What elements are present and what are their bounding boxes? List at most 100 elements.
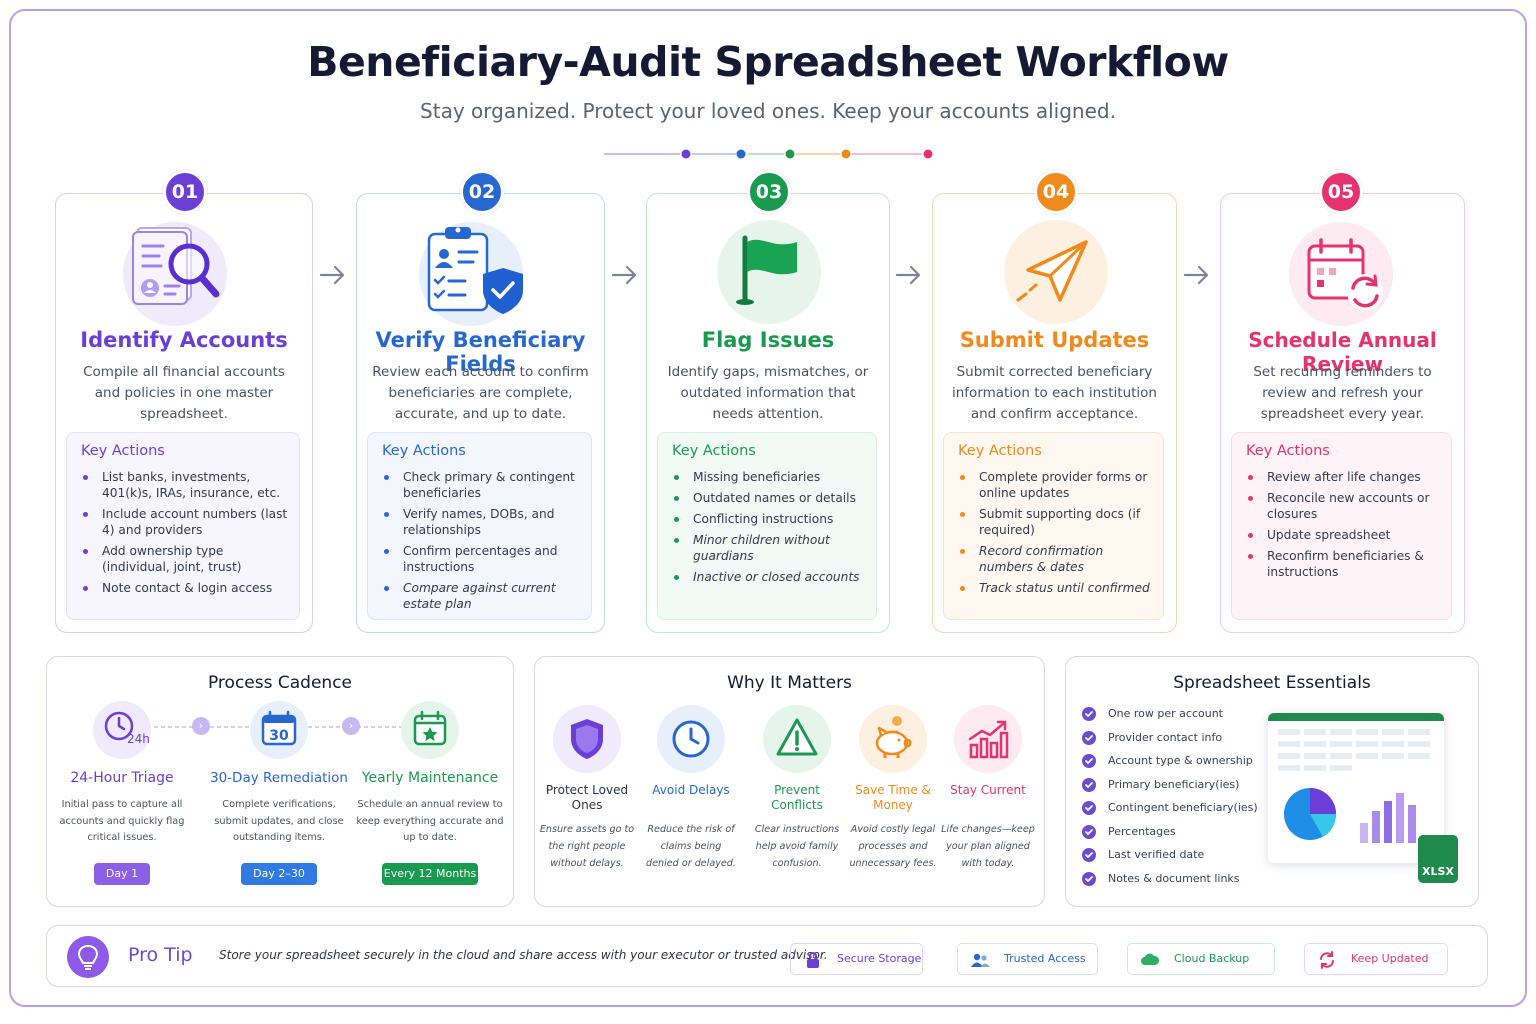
arrow-right-icon (895, 265, 921, 285)
cadence-description: Complete verifications, submit updates, … (214, 799, 344, 843)
cadence-badge: Day 1 (94, 863, 150, 885)
cadence-badge: Day 2–30 (241, 863, 317, 885)
why-item: Avoid Delays Reduce the risk of claims b… (643, 705, 739, 872)
why-title: Save Time & Money (855, 783, 931, 812)
key-action-item: Note contact & login access (81, 580, 291, 596)
cadence-description: Initial pass to capture all accounts and… (59, 799, 185, 843)
key-action-item: List banks, investments, 401(k)s, IRAs, … (81, 469, 291, 501)
chevron-right-icon: › (192, 717, 210, 735)
key-actions-title: Key Actions (81, 443, 165, 459)
why-item: Prevent Conflicts Clear instructions hel… (747, 705, 847, 872)
arrow-right-icon (611, 265, 637, 285)
why-item: Protect Loved Ones Ensure assets go to t… (539, 705, 635, 872)
xlsx-file-icon: XLSX (1418, 835, 1458, 883)
essentials-list: One row per account Provider contact inf… (1082, 707, 1258, 895)
paper-plane-icon (1004, 220, 1108, 324)
pro-tip-text: Store your spreadsheet securely in the c… (219, 948, 828, 962)
cloud-icon (1141, 953, 1160, 965)
key-actions-title: Key Actions (1246, 443, 1330, 459)
key-action-item: Complete provider forms or online update… (958, 469, 1155, 501)
cadence-connector (147, 726, 437, 728)
lightbulb-icon (67, 936, 109, 978)
why-title: Protect Loved Ones (545, 783, 629, 812)
cadence-item: 24h 24-Hour Triage Initial pass to captu… (47, 697, 197, 897)
key-action-item: Outdated names or details (672, 490, 868, 506)
key-actions-title: Key Actions (382, 443, 466, 459)
shield-icon (553, 705, 621, 773)
cadence-description: Schedule an annual review to keep everyt… (356, 799, 504, 843)
step-card-schedule-annual-review: 05 Schedule Annual Review Set recurring … (1220, 170, 1465, 633)
essentials-item: Provider contact info (1082, 730, 1258, 755)
spreadsheet-illustration (1268, 713, 1444, 863)
cadence-badge: Every 12 Months (382, 863, 478, 885)
checkmark-icon (1082, 801, 1096, 815)
why-title: Stay Current (950, 783, 1026, 797)
checkmark-icon (1082, 777, 1096, 792)
step-description: Submit corrected beneficiary information… (952, 364, 1157, 422)
key-action-item: Review after life changes (1246, 469, 1443, 485)
step-number: 01 (163, 170, 207, 214)
key-action-item: Confirm percentages and instructions (382, 543, 583, 575)
key-actions-title: Key Actions (958, 443, 1042, 459)
calendar-star-icon (401, 701, 459, 759)
cadence-title: Yearly Maintenance (361, 770, 499, 786)
pro-tip-label: Pro Tip (128, 944, 193, 966)
why-item: Save Time & Money Avoid costly legal pro… (845, 705, 941, 872)
essentials-item: Contingent beneficiary(ies) (1082, 801, 1258, 825)
key-action-item: Verify names, DOBs, and relationships (382, 506, 583, 538)
step-title: Verify Beneficiary Fields (375, 328, 586, 376)
essentials-item: Account type & ownership (1082, 754, 1258, 778)
why-description: Avoid costly legal processes and unneces… (849, 824, 937, 869)
step-number: 03 (747, 170, 791, 214)
checkmark-icon (1082, 824, 1096, 839)
checkmark-icon (1082, 707, 1096, 721)
step-description: Review each account to confirm beneficia… (372, 364, 589, 422)
panel-title: Why It Matters (727, 673, 852, 693)
step-card-submit-updates: 04 Submit Updates Submit corrected benef… (932, 170, 1177, 633)
key-actions-box: Key Actions Missing beneficiaries Outdat… (657, 432, 877, 620)
step-title: Identify Accounts (80, 328, 288, 352)
key-actions-box: Key Actions Complete provider forms or o… (943, 432, 1164, 620)
key-action-item: Submit supporting docs (if required) (958, 506, 1155, 538)
svg-text:24h: 24h (127, 732, 150, 746)
svg-text:30: 30 (269, 728, 289, 744)
essentials-item: Last verified date (1082, 848, 1258, 872)
cadence-title: 30-Day Remediation (210, 770, 348, 786)
step-number: 05 (1319, 170, 1363, 214)
key-action-item: Compare against current estate plan (382, 580, 583, 612)
clock-24h-icon: 24h (93, 701, 151, 759)
warning-icon (763, 705, 831, 773)
key-action-item: Add ownership type (individual, joint, t… (81, 543, 291, 575)
key-actions-box: Key Actions Review after life changes Re… (1231, 432, 1452, 620)
key-action-item: Reconfirm beneficiaries & instructions (1246, 548, 1443, 580)
chip-keep-updated: Keep Updated (1304, 943, 1448, 975)
key-action-item: Update spreadsheet (1246, 527, 1443, 543)
essentials-item: One row per account (1082, 707, 1258, 731)
key-action-item: Missing beneficiaries (672, 469, 868, 485)
key-action-item: Include account numbers (last 4) and pro… (81, 506, 291, 538)
why-it-matters-panel: Why It Matters Protect Loved Ones Ensure… (534, 656, 1045, 907)
key-action-item: Record confirmation numbers & dates (958, 543, 1155, 575)
magnifier-document-icon (123, 222, 227, 326)
chip-cloud-backup: Cloud Backup (1127, 943, 1275, 975)
essentials-item: Notes & document links (1082, 871, 1258, 896)
users-icon (971, 953, 990, 967)
piggy-bank-icon (859, 705, 927, 773)
key-actions-box: Key Actions List banks, investments, 401… (66, 432, 300, 620)
key-action-item: Track status until confirmed (958, 580, 1155, 596)
calendar-refresh-icon (1289, 222, 1393, 326)
step-description: Set recurring reminders to review and re… (1253, 364, 1432, 422)
panel-title: Spreadsheet Essentials (1173, 673, 1371, 693)
why-title: Prevent Conflicts (771, 783, 823, 812)
why-description: Life changes—keep your plan aligned with… (941, 824, 1035, 869)
panel-title: Process Cadence (207, 673, 352, 693)
calendar-30-icon: 30 (250, 701, 308, 759)
step-card-flag-issues: 03 Flag Issues Identify gaps, mismatches… (646, 170, 890, 633)
step-title: Schedule Annual Review (1248, 328, 1437, 376)
step-card-verify-beneficiary-fields: 02 Verify Beneficiary Fields Review each… (356, 170, 605, 633)
lock-icon (807, 952, 819, 968)
essentials-item: Percentages (1082, 824, 1258, 849)
trend-chart-icon (954, 705, 1022, 773)
chip-trusted-access: Trusted Access (957, 943, 1098, 975)
step-description: Identify gaps, mismatches, or outdated i… (667, 364, 869, 422)
